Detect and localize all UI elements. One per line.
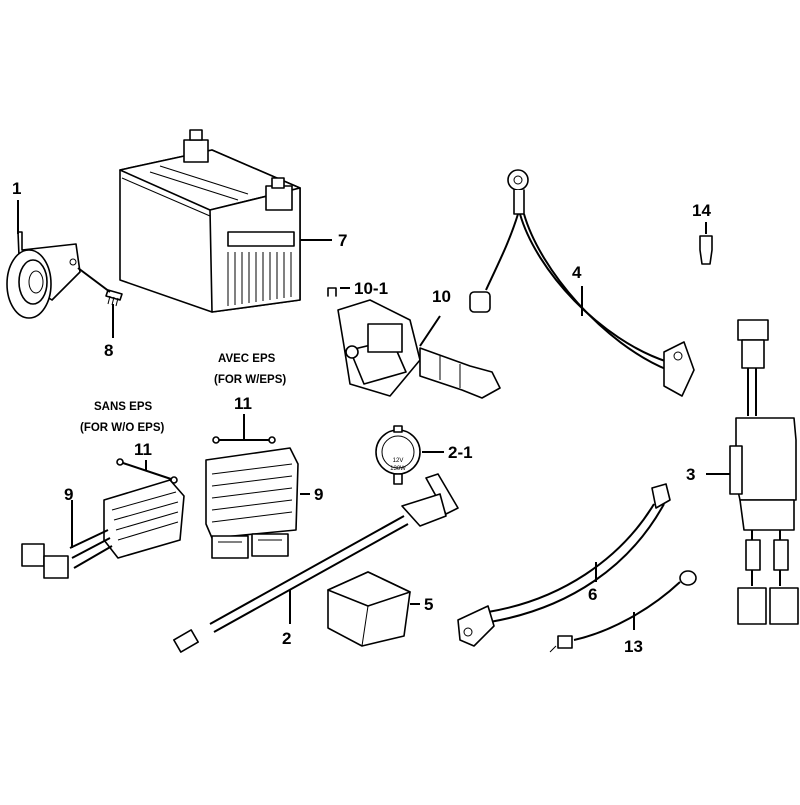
lead-wire (549, 570, 697, 653)
fuse-connector (699, 222, 713, 265)
relay: 12V 130W (375, 425, 444, 485)
bolts-noeps (116, 458, 178, 484)
regulator-noeps (21, 479, 185, 579)
relay-label-watt: 130W (390, 466, 406, 472)
callout-1: 1 (12, 179, 21, 198)
battery-ribs (227, 252, 292, 306)
starter-relay (337, 299, 501, 399)
callout-10-1: 10-1 (354, 279, 388, 298)
sub-harness (173, 473, 459, 653)
note-for-w-eps: (FOR W/EPS) (214, 374, 286, 386)
callout-2-1: 2-1 (448, 443, 473, 462)
callout-11-eps: 11 (234, 394, 252, 413)
bolts-eps (212, 414, 276, 444)
callout-2: 2 (282, 629, 291, 648)
callout-5: 5 (424, 595, 433, 614)
harness-relay (706, 319, 799, 625)
screw (77, 267, 123, 338)
callout-6: 6 (588, 585, 597, 604)
callout-3: 3 (686, 465, 695, 484)
callout-8: 8 (104, 341, 113, 360)
callout-4: 4 (572, 263, 582, 282)
note-sans-eps: SANS EPS (94, 401, 152, 413)
callout-9-eps: 9 (314, 485, 323, 504)
regulator-eps (205, 447, 310, 559)
callout-14: 14 (692, 201, 711, 220)
positive-cable (457, 483, 671, 647)
note-for-wo-eps: (FOR W/O EPS) (80, 422, 165, 434)
relay-label-voltage: 12V (393, 458, 404, 464)
callout-13: 13 (624, 637, 643, 656)
callout-11-noeps: 11 (134, 440, 152, 459)
fuse-box (327, 571, 420, 647)
ground-cable (469, 169, 695, 397)
callout-9-noeps: 9 (64, 485, 73, 504)
battery (119, 129, 332, 313)
callout-7: 7 (338, 231, 347, 250)
callout-10: 10 (432, 287, 451, 306)
horn (6, 200, 81, 319)
clip (327, 287, 350, 297)
note-avec-eps: AVEC EPS (218, 353, 276, 365)
